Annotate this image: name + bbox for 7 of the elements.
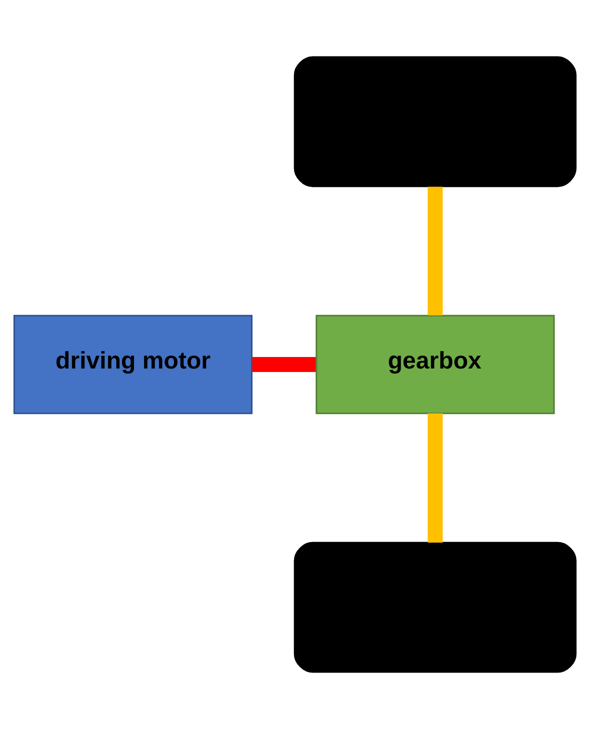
- connector: [252, 356, 316, 372]
- connector: [428, 186, 443, 316]
- connector: [428, 413, 443, 543]
- node-box: [294, 542, 577, 673]
- node-box: driving motor: [13, 314, 253, 414]
- node-box: gearbox: [316, 314, 555, 414]
- node-box: [294, 56, 577, 188]
